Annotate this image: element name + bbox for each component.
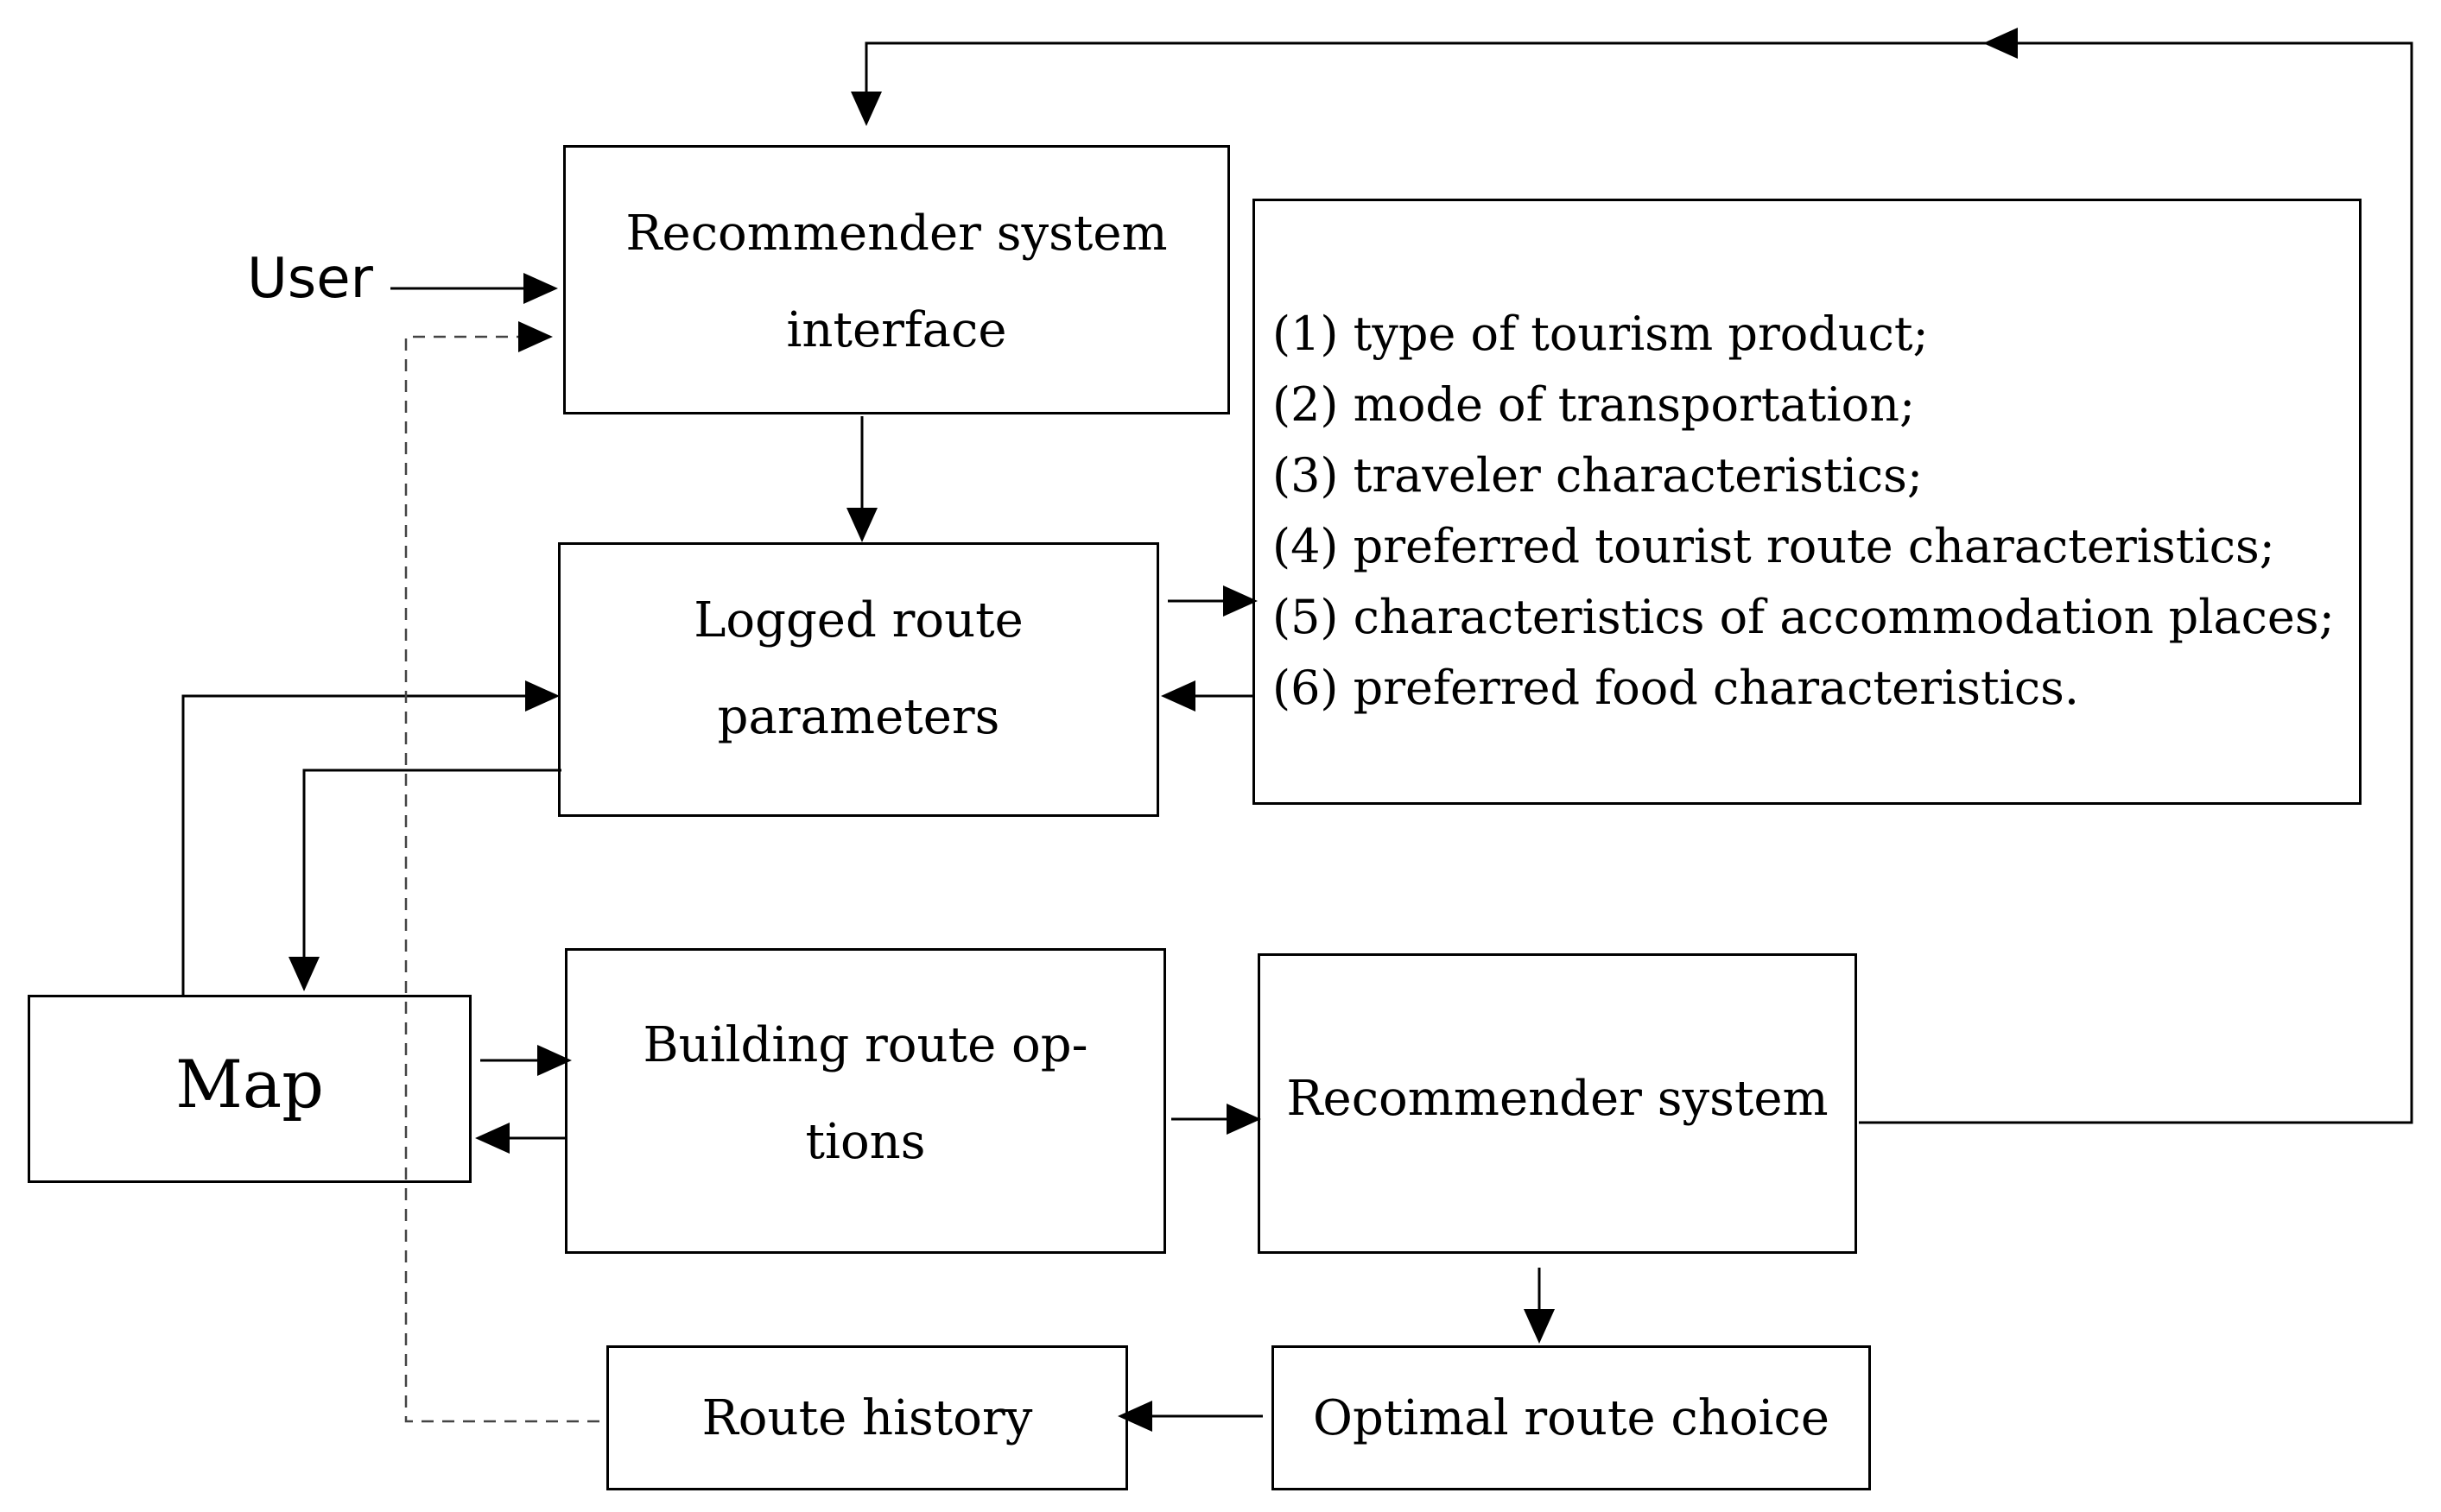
history-to-interface-dashed [404,335,599,1423]
parameter-item: (4) preferred tourist route characterist… [1272,519,2275,573]
recommender-system-box: Recommender system [1258,953,1857,1254]
route-parameters-list: (1) type of tourism product; (2) mode of… [1272,299,2335,724]
logged-line-2: parameters [717,689,1000,745]
map-label: Map [175,1046,324,1123]
logged-params-arrowhead [1223,585,1258,617]
parameter-item: (2) mode of transportation; [1272,377,1916,432]
interface-logged-arrowhead [846,508,878,542]
parameter-item: (6) preferred food characteristics. [1272,661,2080,715]
recommender-interface-line-1: Recommender system [625,206,1168,262]
recommender-optimal-arrowhead [1524,1309,1555,1344]
logged-to-map-arrow [302,769,561,960]
dashed-arrowhead [518,321,553,352]
map-box: Map [28,995,472,1183]
parameter-item: (3) traveler characteristics; [1272,448,1924,503]
logged-route-parameters-box: Logged route parameters [558,542,1159,817]
user-arrowhead [523,273,558,304]
building-route-options-box: Building route op- tions [565,948,1166,1254]
feedback-to-interface-arrow [865,41,1987,95]
building-line-1: Building route op- [643,1017,1088,1073]
logged-map-arrowhead [288,957,320,991]
recommender-interface-label: Recommender system interface [566,186,1227,379]
map-to-logged-arrow [181,694,529,995]
recommender-interface-line-2: interface [786,302,1007,358]
feedback-down-arrowhead [851,92,882,126]
building-route-options-label: Building route op- tions [567,997,1163,1191]
parameter-item: (5) characteristics of accommodation pla… [1272,590,2335,644]
feedback-mid-arrowhead [1983,28,2018,59]
route-parameters-box: (1) type of tourism product; (2) mode of… [1252,199,2362,805]
building-recommender-arrowhead [1227,1104,1261,1135]
recommender-system-label: Recommender system [1286,1071,1829,1127]
optimal-route-choice-label: Optimal route choice [1313,1390,1829,1446]
params-logged-arrowhead [1161,680,1195,712]
optimal-history-arrowhead [1118,1401,1152,1432]
recommender-interface-box: Recommender system interface [563,145,1230,414]
route-history-box: Route history [606,1345,1128,1490]
logged-line-1: Logged route [694,592,1024,648]
map-building-arrowhead [537,1045,572,1076]
building-line-2: tions [805,1114,926,1170]
parameter-item: (1) type of tourism product; [1272,307,1929,361]
logged-route-parameters-label: Logged route parameters [561,573,1157,766]
user-label: User [247,247,373,311]
building-map-arrowhead [475,1123,510,1154]
optimal-route-choice-box: Optimal route choice [1271,1345,1871,1490]
route-history-label: Route history [701,1390,1033,1446]
map-logged-arrowhead [525,680,560,712]
feedback-loop-arrow [1859,41,2413,1124]
